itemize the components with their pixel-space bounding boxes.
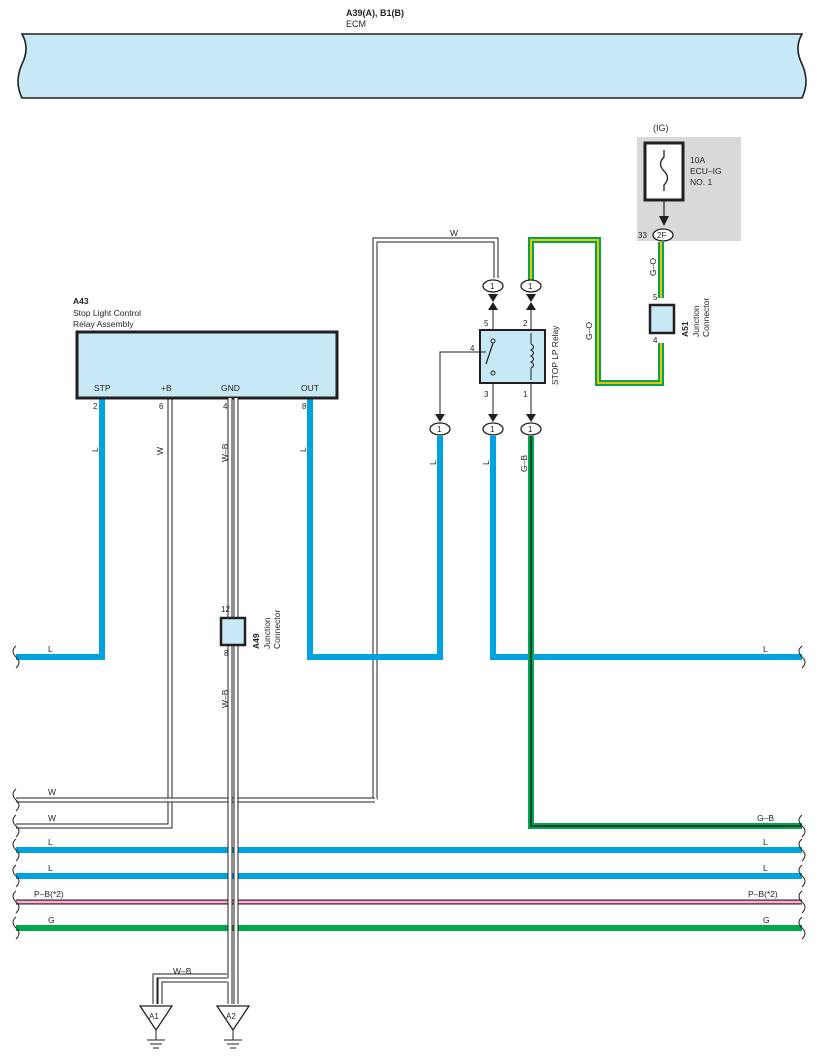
svg-text:1: 1 xyxy=(437,425,442,434)
svg-text:W–B: W–B xyxy=(173,966,192,976)
connector-1-d xyxy=(482,422,504,436)
relay-bottom-connectors: 1 1 1 xyxy=(429,351,542,436)
svg-text:L: L xyxy=(763,863,768,873)
svg-text:8: 8 xyxy=(224,649,229,658)
wire-w-b-gnd: W–B W–B W–B xyxy=(152,398,239,1004)
svg-text:W: W xyxy=(450,228,458,238)
svg-text:L: L xyxy=(298,447,308,452)
connector-1-e xyxy=(520,422,542,436)
wire-w-plusb: W xyxy=(16,398,173,829)
relay-assembly-id: A43 xyxy=(73,296,89,306)
wire-w-top: W xyxy=(372,228,499,800)
svg-text:L: L xyxy=(48,837,53,847)
fuse-arrow-icon xyxy=(659,216,669,226)
bus-lines xyxy=(16,847,802,931)
junction-connector-a51: 5 4 A51 Junction Connector xyxy=(648,293,711,345)
fuse-connector-2f xyxy=(652,228,674,242)
svg-text:G: G xyxy=(48,915,55,925)
svg-text:L: L xyxy=(428,460,438,465)
break-marks xyxy=(12,645,806,940)
svg-text:8: 8 xyxy=(302,402,307,411)
ecm-id: A39(A), B1(B) xyxy=(346,8,404,18)
svg-text:4: 4 xyxy=(653,336,658,345)
svg-text:W: W xyxy=(48,813,56,823)
relay-top-connectors: 1 1 xyxy=(482,279,542,330)
terminal-out: OUT xyxy=(301,383,319,393)
fuse-ecu-ig: (IG) 10A ECU–IG NO. 1 2F 33 xyxy=(637,123,741,242)
svg-text:W: W xyxy=(48,787,56,797)
ground-icon xyxy=(224,1039,242,1049)
wire-g-b: G–B xyxy=(519,436,802,829)
wires-l xyxy=(16,398,802,660)
svg-text:L: L xyxy=(48,863,53,873)
wire-g-o: G–O G–O xyxy=(528,237,664,386)
junction-connector-a49: 12 8 A49 Junction Connector xyxy=(219,605,282,658)
fuse-rating: 10A xyxy=(690,155,705,165)
ground-a2: A2 xyxy=(215,1005,251,1049)
svg-text:P–B(*2): P–B(*2) xyxy=(34,889,64,899)
svg-text:L: L xyxy=(48,644,53,654)
fuse-connector-label: 2F xyxy=(657,231,666,240)
connector-1-c xyxy=(429,422,451,436)
fuse-name-2: NO. 1 xyxy=(690,177,712,187)
svg-text:3: 3 xyxy=(484,390,489,399)
terminal-stp: STP xyxy=(94,383,111,393)
ground-icon xyxy=(147,1039,165,1049)
fuse-element-icon xyxy=(659,150,669,191)
connector-1-a xyxy=(482,279,504,293)
svg-text:1: 1 xyxy=(490,282,495,291)
svg-text:2: 2 xyxy=(523,319,528,328)
svg-text:Connector: Connector xyxy=(272,610,282,649)
svg-text:5: 5 xyxy=(653,293,658,302)
terminal-gnd: GND xyxy=(221,383,240,393)
svg-text:Junction: Junction xyxy=(262,617,272,649)
wire-g-o-label-2: G–O xyxy=(648,258,658,276)
fuse-source: (IG) xyxy=(653,123,669,133)
svg-text:1: 1 xyxy=(528,282,533,291)
ecm-body xyxy=(17,33,807,99)
svg-text:W–B: W–B xyxy=(220,689,230,708)
svg-text:6: 6 xyxy=(159,402,164,411)
svg-text:W–B: W–B xyxy=(220,443,230,462)
svg-text:Relay Assembly: Relay Assembly xyxy=(73,319,134,329)
svg-text:1: 1 xyxy=(490,425,495,434)
svg-text:5: 5 xyxy=(484,319,489,328)
stop-light-control-relay-assembly: A43 Stop Light Control Relay Assembly ST… xyxy=(73,296,339,411)
connector-1-b xyxy=(520,279,542,293)
fuse-pin: 33 xyxy=(638,231,647,240)
svg-text:G–B: G–B xyxy=(519,455,529,472)
svg-text:1: 1 xyxy=(528,425,533,434)
svg-text:G–B: G–B xyxy=(757,813,774,823)
terminal-plus-b: +B xyxy=(161,383,172,393)
svg-text:4: 4 xyxy=(223,402,228,411)
a51-id: A51 xyxy=(680,321,690,337)
svg-text:Connector: Connector xyxy=(701,298,711,337)
svg-text:A2: A2 xyxy=(226,1012,236,1021)
svg-text:W: W xyxy=(155,447,165,455)
ecm-block: A39(A), B1(B) ECM xyxy=(17,8,807,99)
svg-text:G: G xyxy=(763,915,770,925)
svg-text:12: 12 xyxy=(221,605,230,614)
svg-text:A1: A1 xyxy=(149,1012,159,1021)
svg-text:L: L xyxy=(90,447,100,452)
bus-labels: W W G–B L L L L P–B(*2) P–B(*2) G G xyxy=(34,787,778,925)
svg-text:1: 1 xyxy=(523,390,528,399)
svg-text:P–B(*2): P–B(*2) xyxy=(748,889,778,899)
relay-name: STOP LP Relay xyxy=(550,325,560,385)
wire-g-o-label-1: G–O xyxy=(584,322,594,340)
relay-coil-icon xyxy=(529,343,535,369)
ecm-name: ECM xyxy=(346,19,366,29)
svg-text:L: L xyxy=(481,460,491,465)
ground-a1: A1 xyxy=(138,1005,174,1049)
a49-id: A49 xyxy=(251,633,261,649)
svg-text:2: 2 xyxy=(93,402,98,411)
svg-text:4: 4 xyxy=(470,344,475,353)
svg-text:Stop Light Control: Stop Light Control xyxy=(73,308,141,318)
stop-lp-relay: 5 2 4 3 1 STOP LP Relay xyxy=(470,319,560,399)
fuse-name: ECU–IG xyxy=(690,166,722,176)
svg-text:Junction: Junction xyxy=(691,305,701,337)
svg-text:L: L xyxy=(763,644,768,654)
svg-text:L: L xyxy=(763,837,768,847)
